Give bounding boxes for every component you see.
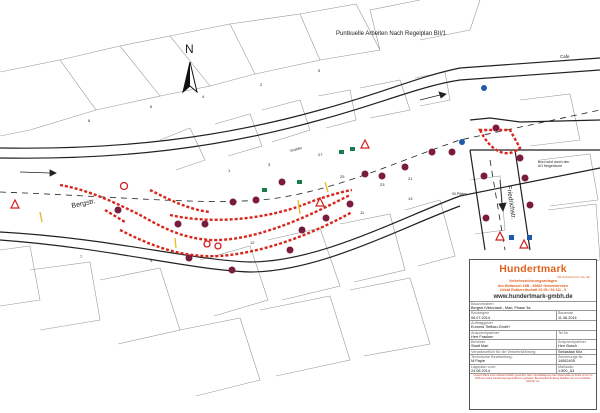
house-number: 4 (202, 94, 205, 99)
traffic-lights (262, 147, 355, 192)
house-number: 1 (228, 168, 231, 173)
house-number: 12 (250, 240, 255, 245)
house-number: 13 (408, 196, 413, 201)
warning-signs (10, 138, 529, 249)
title-block: Hundertmark Mit Sicherheit für Sie da! V… (469, 259, 597, 410)
plan-title: Puntkuelle Arbeiten Nach Regelplan BII/1 (336, 31, 447, 37)
house-number: 9 (150, 258, 153, 263)
street-label-bergstr: Bergstr. (71, 198, 96, 210)
building-outlines (0, 0, 600, 397)
lane-markings (0, 109, 600, 251)
house-number: 5 (318, 68, 321, 73)
company-line: Verkehrssicherungsanlagen (509, 279, 557, 283)
house-number: 6 (150, 104, 153, 109)
house-number: 21 (408, 176, 413, 181)
house-number: 3 (268, 162, 271, 167)
company-hotline: 24/std Rufbereitschaft 02 09 / 94 111 - … (499, 288, 567, 293)
company-website: www.hundertmark-gmbh.de (493, 293, 573, 300)
house-number: 11 (360, 210, 365, 215)
road-edges (0, 57, 600, 273)
brand-logo: Hundertmark (499, 263, 567, 275)
brand-slogan: Mit Sicherheit für Sie da! (557, 275, 590, 279)
copyright-note: Unsere Pläne sind urheberrechtlich gesch… (470, 373, 596, 383)
label-parking: 90 Plätze (452, 192, 467, 196)
blue-signs (459, 85, 532, 240)
label-cafe: Cafe (560, 54, 570, 59)
house-number: 27 (318, 152, 323, 157)
prohibition-signs (119, 181, 222, 250)
company-address: Am Weibusch 18B - 45892 Gelsenkirchen (497, 283, 569, 288)
street-label-friedrichstr: Friedrichstr. (505, 185, 517, 220)
house-number: 8 (88, 118, 91, 123)
label-vorplatz: Vorplatz (289, 146, 302, 153)
barrier-lines (59, 128, 522, 258)
house-number: 23 (380, 182, 385, 187)
house-numbers: 8 6 4 2 5 3 1 25 23 21 27 12 10 11 13 9 … (80, 68, 413, 263)
direction-arrows (19, 91, 507, 212)
house-number: 7 (80, 254, 83, 259)
trees (114, 124, 534, 274)
guide-beacons (39, 181, 329, 249)
north-label: N (185, 42, 194, 56)
house-number: 10 (300, 226, 305, 231)
house-number: 2 (260, 82, 263, 87)
north-arrow-icon (182, 61, 198, 94)
house-number: 25 (340, 174, 345, 179)
note-bord: Bord wird durch den AG freigeräumt (538, 160, 569, 168)
